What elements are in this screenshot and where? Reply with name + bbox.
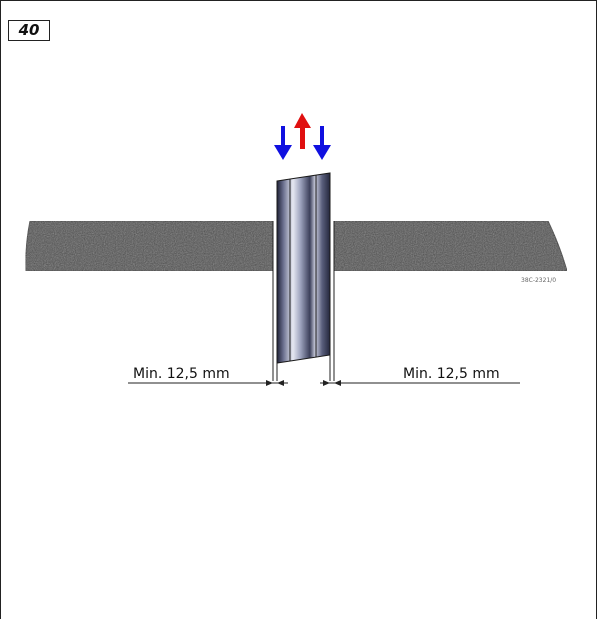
dimension-label-right: Min. 12,5 mm	[403, 366, 500, 382]
airflow-arrow-down-left	[274, 126, 292, 160]
dimension-arrow-right-a	[323, 380, 330, 386]
airflow-arrow-down-right	[313, 126, 331, 160]
dimension-arrow-left-a	[266, 380, 273, 386]
airflow-arrow-up	[294, 113, 311, 149]
dimension-arrow-left-b	[277, 380, 284, 386]
dimension-label-left: Min. 12,5 mm	[133, 366, 230, 382]
roof-slab-right	[333, 220, 568, 272]
flue-pipe	[276, 172, 331, 364]
dimension-arrow-right-b	[334, 380, 341, 386]
roof-slab-left	[25, 220, 274, 272]
figure-number: 40	[8, 20, 50, 41]
reference-code: 38C-2321/0	[521, 277, 556, 284]
